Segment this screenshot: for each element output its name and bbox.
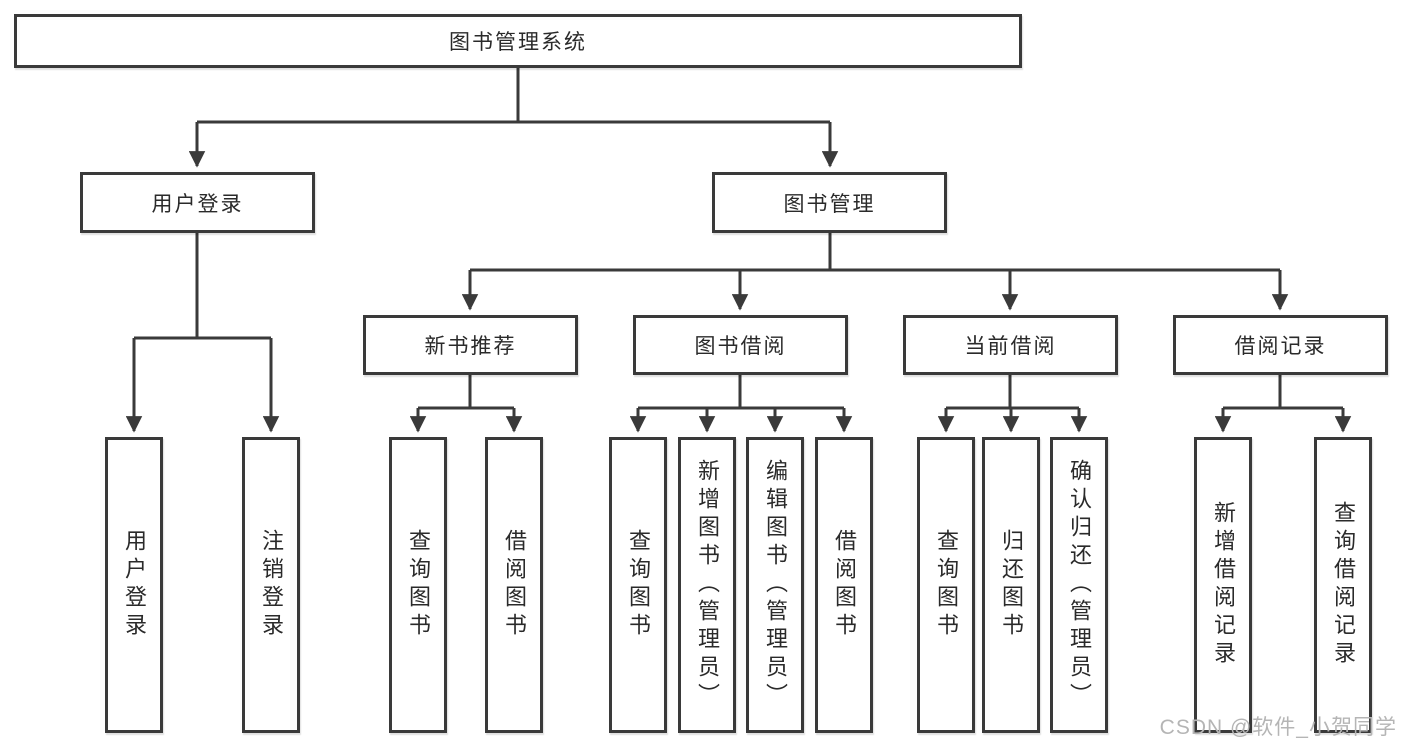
node-borrow-records-label: 借阅记录 [1234, 335, 1327, 358]
edge-recommend-rail [418, 375, 514, 410]
node-new-book-recommend: 新书推荐 [363, 315, 578, 375]
leaf-records-add-record-label: 新增借阅记录 [1211, 501, 1236, 669]
leaf-records-add-record: 新增借阅记录 [1194, 437, 1252, 733]
node-root-label: 图书管理系统 [449, 31, 587, 54]
node-new-book-recommend-label: 新书推荐 [424, 335, 517, 358]
leaf-current-query-books-label: 查询图书 [934, 529, 959, 641]
leaf-current-return-books: 归还图书 [982, 437, 1040, 733]
leaf-borrow-add-books-admin: 新增图书（管理员） [678, 437, 736, 733]
edge-login-rail [134, 233, 271, 340]
node-borrow-records: 借阅记录 [1173, 315, 1388, 375]
node-current-borrow-label: 当前借阅 [964, 335, 1057, 358]
leaf-borrow-edit-books-admin-label: 编辑图书（管理员） [763, 459, 788, 711]
leaf-logout: 注销登录 [242, 437, 300, 733]
edge-root-rail [197, 68, 830, 124]
node-user-login: 用户登录 [80, 172, 315, 233]
leaf-logout-label: 注销登录 [259, 529, 284, 641]
edge-current-rail [946, 375, 1079, 410]
node-book-borrow: 图书借阅 [633, 315, 848, 375]
leaf-borrow-query-books: 查询图书 [609, 437, 667, 733]
leaf-records-query-record: 查询借阅记录 [1314, 437, 1372, 733]
edge-borrow-rail [638, 375, 844, 410]
node-book-management: 图书管理 [712, 172, 947, 233]
node-book-borrow-label: 图书借阅 [694, 335, 787, 358]
leaf-borrow-add-books-admin-label: 新增图书（管理员） [695, 459, 720, 711]
leaf-current-confirm-return-admin-label: 确认归还（管理员） [1067, 459, 1092, 711]
leaf-borrow-borrow-books: 借阅图书 [815, 437, 873, 733]
leaf-records-query-record-label: 查询借阅记录 [1331, 501, 1356, 669]
leaf-recommend-borrow-books-label: 借阅图书 [502, 529, 527, 641]
edge-management-rail [470, 233, 1280, 272]
node-user-login-label: 用户登录 [151, 192, 244, 216]
leaf-current-return-books-label: 归还图书 [999, 529, 1024, 641]
leaf-recommend-query-books-label: 查询图书 [406, 529, 431, 641]
leaf-recommend-query-books: 查询图书 [389, 437, 447, 733]
leaf-borrow-edit-books-admin: 编辑图书（管理员） [746, 437, 804, 733]
node-root: 图书管理系统 [14, 14, 1022, 68]
node-current-borrow: 当前借阅 [903, 315, 1118, 375]
leaf-current-query-books: 查询图书 [917, 437, 975, 733]
leaf-borrow-borrow-books-label: 借阅图书 [832, 529, 857, 641]
edge-records-rail [1223, 375, 1343, 410]
leaf-borrow-query-books-label: 查询图书 [626, 529, 651, 641]
node-book-management-label: 图书管理 [783, 192, 876, 216]
leaf-recommend-borrow-books: 借阅图书 [485, 437, 543, 733]
leaf-user-login-label: 用户登录 [122, 529, 147, 641]
leaf-current-confirm-return-admin: 确认归还（管理员） [1050, 437, 1108, 733]
leaf-user-login: 用户登录 [105, 437, 163, 733]
